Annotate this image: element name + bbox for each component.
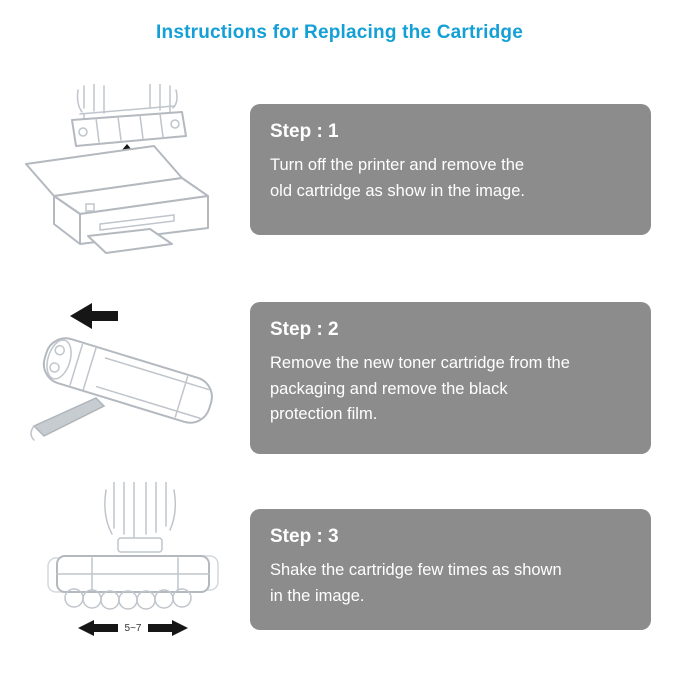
cartridge-top-handle — [117, 537, 163, 553]
new-cartridge-icon — [30, 303, 213, 441]
step3-box: Step : 3 Shake the cartridge few times a… — [250, 509, 651, 630]
roller-icon — [64, 588, 192, 610]
step2-illustration — [18, 294, 228, 462]
toner-tube-icon — [42, 337, 213, 424]
protection-film-icon — [30, 397, 106, 441]
left-arrow-icon — [70, 303, 118, 329]
step3-label: Step : 3 — [270, 526, 339, 547]
step2-description: Remove the new toner cartridge from the … — [270, 354, 570, 424]
step1-box: Step : 1 Turn off the printer and remove… — [250, 104, 651, 235]
step1-illustration — [22, 84, 240, 256]
hands-icon — [76, 84, 178, 114]
hands-icon — [104, 482, 177, 538]
printer-remove-cartridge-icon — [25, 84, 209, 254]
step2-box: Step : 2 Remove the new toner cartridge … — [250, 302, 651, 454]
shake-cartridge-icon: 5~7 — [47, 482, 219, 636]
shake-arrows-icon: 5~7 — [78, 620, 188, 636]
shake-count-label: 5~7 — [125, 623, 142, 634]
step3-illustration: 5~7 — [22, 482, 240, 647]
cartridge-body-icon — [56, 555, 210, 593]
step1-description: Turn off the printer and remove the old … — [270, 156, 525, 200]
printer-body-icon — [53, 177, 209, 254]
step2-label: Step : 2 — [270, 319, 339, 340]
page-title: Instructions for Replacing the Cartridge — [156, 22, 523, 43]
old-cartridge-icon — [71, 111, 187, 147]
step1-label: Step : 1 — [270, 121, 339, 142]
step3-description: Shake the cartridge few times as shown i… — [270, 561, 562, 605]
